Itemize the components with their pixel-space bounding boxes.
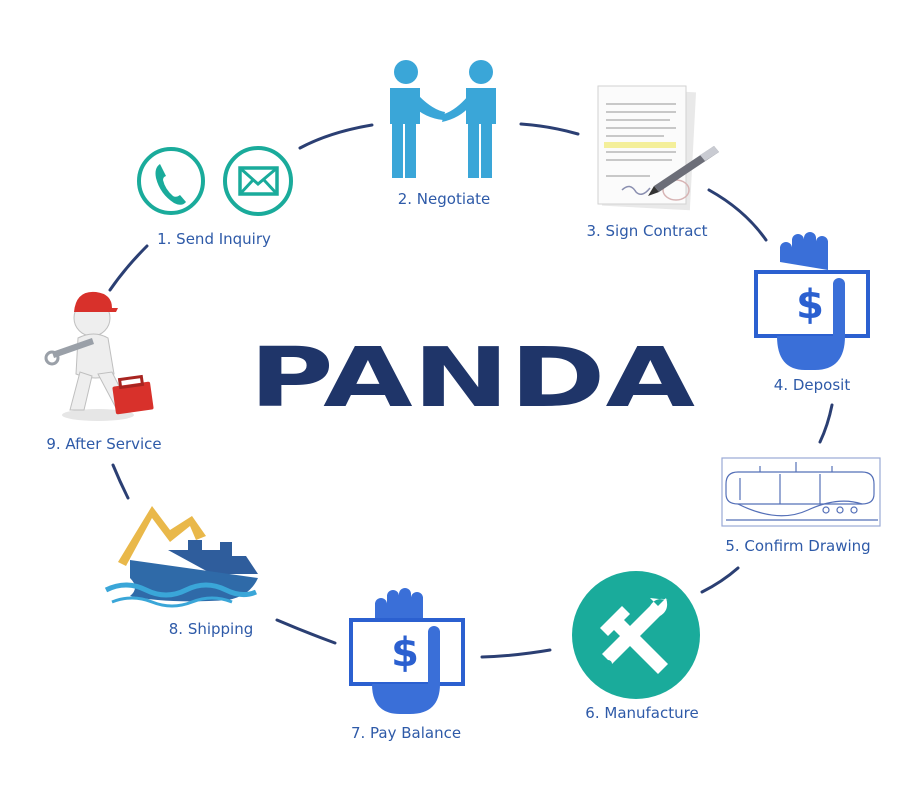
hand-money-icon: $ [754, 232, 870, 370]
connector-2-3 [519, 122, 580, 136]
step-label-manufacture: 6. Manufacture [585, 704, 699, 722]
connector-5-6 [700, 566, 740, 594]
step-label-negotiate: 2. Negotiate [397, 190, 491, 208]
step-label-send-inquiry: 1. Send Inquiry [157, 230, 271, 248]
phone-icon [137, 147, 205, 215]
tools-icon [572, 571, 700, 699]
hand-money-icon: $ [349, 588, 465, 714]
connector-6-7 [480, 648, 552, 659]
step-1-icons [137, 146, 293, 216]
envelope-icon [223, 146, 293, 216]
connector-9-1 [108, 244, 149, 292]
connector-3-4 [707, 188, 768, 242]
step-label-shipping: 8. Shipping [168, 620, 254, 638]
connector-7-8 [275, 618, 337, 645]
tank-drawing-icon [721, 457, 881, 527]
contract-document-icon [597, 85, 719, 211]
connector-8-9 [111, 463, 130, 500]
step-label-deposit: 4. Deposit [773, 376, 851, 394]
svg-text:$: $ [796, 282, 824, 328]
repairman-icon [44, 291, 154, 421]
connector-4-5 [818, 403, 834, 444]
brand-logo: PANDA [249, 340, 696, 415]
step-label-confirm-drawing: 5. Confirm Drawing [725, 537, 871, 555]
connector-1-2 [298, 123, 374, 150]
svg-text:$: $ [391, 630, 419, 676]
connector-arcs [108, 122, 834, 659]
ship-icon [104, 506, 258, 608]
brand-wordmark: PANDA [249, 340, 696, 415]
step-label-pay-balance: 7. Pay Balance [350, 724, 462, 742]
step-label-sign-contract: 3. Sign Contract [586, 222, 708, 240]
step-label-after-service: 9. After Service [46, 435, 162, 453]
handshake-icon [390, 60, 496, 178]
